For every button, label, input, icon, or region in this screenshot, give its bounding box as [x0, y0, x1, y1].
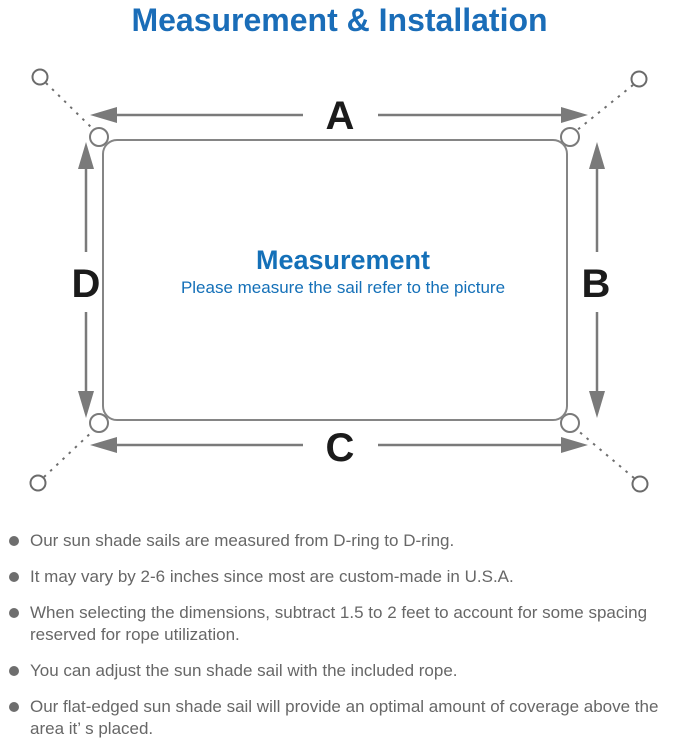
note-item-3: When selecting the dimensions, subtract …: [0, 602, 677, 646]
anchor-ring-top-left-icon: [31, 68, 49, 86]
arrowhead-a-left-icon: [90, 107, 117, 123]
arrowhead-a-right-icon: [561, 107, 588, 123]
anchor-ring-bottom-right-icon: [631, 475, 649, 493]
anchor-ring-bottom-left-icon: [29, 474, 47, 492]
notes-list: Our sun shade sails are measured from D-…: [0, 530, 677, 739]
sun-shade-sail-rectangle: [102, 139, 568, 421]
dimension-label-b: B: [582, 262, 611, 306]
rope-dashed-bottom-left: [43, 428, 96, 478]
arrowhead-c-right-icon: [561, 437, 588, 453]
dimension-label-a: A: [326, 94, 355, 138]
note-text: When selecting the dimensions, subtract …: [30, 603, 648, 644]
d-ring-bottom-left-icon: [89, 413, 109, 433]
measurement-diagram: A B C D Measurement Please measure the s…: [29, 68, 649, 493]
page-title: Measurement & Installation: [131, 2, 548, 38]
bullet-icon: [9, 536, 19, 546]
dimension-label-c: C: [326, 426, 355, 470]
d-ring-bottom-right-icon: [560, 413, 580, 433]
dimension-label-d: D: [72, 262, 101, 306]
arrowhead-d-bottom-icon: [78, 391, 94, 418]
note-item-4: You can adjust the sun shade sail with t…: [0, 660, 677, 682]
arrowhead-d-top-icon: [78, 142, 94, 169]
arrowhead-b-top-icon: [589, 142, 605, 169]
note-item-2: It may vary by 2-6 inches since most are…: [0, 566, 677, 588]
d-ring-top-left-icon: [89, 127, 109, 147]
note-item-1: Our sun shade sails are measured from D-…: [0, 530, 677, 552]
arrowhead-b-bottom-icon: [589, 391, 605, 418]
bullet-icon: [9, 608, 19, 618]
note-text: Our sun shade sails are measured from D-…: [30, 531, 455, 550]
bullet-icon: [9, 702, 19, 712]
note-text: It may vary by 2-6 inches since most are…: [30, 567, 514, 586]
arrowhead-c-left-icon: [90, 437, 117, 453]
rope-dashed-bottom-right: [575, 428, 635, 479]
note-item-5: Our flat-edged sun shade sail will provi…: [0, 696, 677, 739]
bullet-icon: [9, 572, 19, 582]
note-text: Our flat-edged sun shade sail will provi…: [30, 697, 659, 738]
center-caption-subtitle: Please measure the sail refer to the pic…: [181, 278, 505, 297]
rope-dashed-top-right: [575, 84, 634, 132]
note-text: You can adjust the sun shade sail with t…: [30, 661, 458, 680]
bullet-icon: [9, 666, 19, 676]
d-ring-top-right-icon: [560, 127, 580, 147]
center-caption-title: Measurement: [256, 245, 430, 275]
anchor-ring-top-right-icon: [630, 70, 648, 88]
rope-dashed-top-left: [45, 82, 96, 132]
